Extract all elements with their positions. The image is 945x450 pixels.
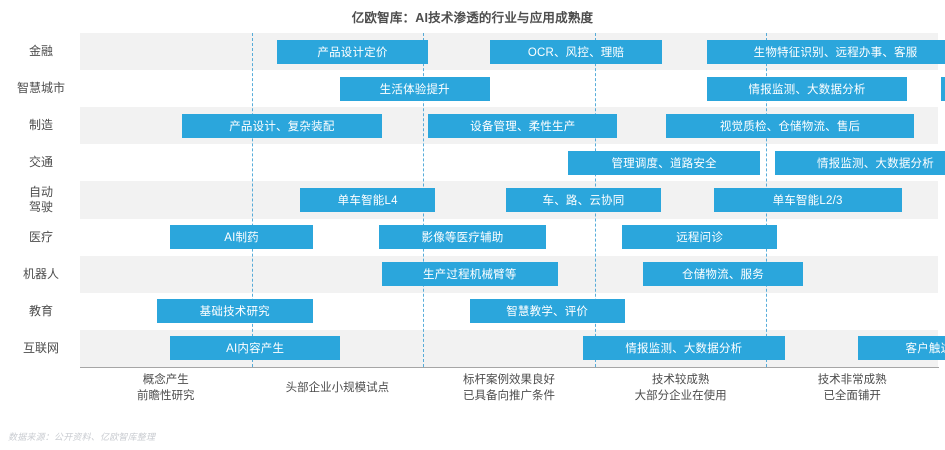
y-axis-label-line: 自动 — [28, 185, 53, 199]
y-axis-label-line: 互联网 — [22, 340, 59, 355]
chart-bar[interactable]: AI制药 — [170, 225, 314, 250]
x-axis-label-line: 头部企业小规模试点 — [285, 382, 390, 394]
x-axis-label-line: 已全面铺开 — [823, 390, 881, 402]
y-axis-label-交通: 交通 — [4, 155, 78, 170]
y-axis-label-line: 制造 — [28, 118, 53, 133]
chart-bar[interactable]: AI内容产生 — [170, 336, 341, 361]
x-axis-stage-labels: 概念产生前瞻性研究 头部企业小规模试点 标杆案例效果良好已具备向推广条件 技术较成熟大… — [80, 372, 938, 414]
chart-bar[interactable]: OCR、风控、理赔 — [490, 39, 662, 64]
chart-bar[interactable]: 生产过程机械臂等 — [382, 262, 558, 287]
chart-bar[interactable]: 客户触达、智慧营销 — [858, 336, 945, 361]
chart-bar[interactable]: 情报监测、大数据分析 — [706, 76, 908, 101]
y-axis-label-line: 交通 — [28, 155, 53, 170]
chart-bar[interactable]: 基础技术研究 — [156, 299, 313, 324]
x-axis-label-line: 技术非常成熟 — [817, 374, 887, 386]
chart-bar[interactable]: 生活体验提升 — [339, 76, 490, 101]
y-axis-label-制造: 制造 — [4, 118, 78, 133]
chart-bar[interactable]: 远程问诊 — [622, 225, 778, 250]
chart-bar[interactable]: 影像等医疗辅助 — [378, 225, 547, 250]
chart-bar[interactable]: 仓储物流、服务 — [643, 262, 803, 287]
x-axis-line — [80, 367, 939, 368]
x-axis-label-line: 大部分企业在使用 — [634, 390, 727, 402]
chart-bar[interactable]: 单车智能L4 — [300, 188, 436, 212]
chart-bar[interactable]: 安防 — [941, 76, 945, 101]
y-axis-label-智慧城市: 智慧城市 — [4, 81, 78, 96]
chart-bar[interactable]: 智慧教学、评价 — [469, 299, 625, 324]
x-axis-stage-4: 技术较成熟大部分企业在使用 — [635, 372, 727, 404]
chart-bar[interactable]: 情报监测、大数据分析 — [774, 150, 945, 175]
x-axis-label-line: 已具备向推广条件 — [463, 390, 555, 402]
y-axis-label-自动驾驶: 自动驾驶 — [4, 185, 78, 215]
x-axis-stage-1: 概念产生前瞻性研究 — [137, 372, 195, 404]
y-axis-label-line: 智慧城市 — [16, 81, 65, 96]
chart-bar[interactable]: 情报监测、大数据分析 — [582, 336, 785, 361]
x-axis-stage-5: 技术非常成熟已全面铺开 — [818, 372, 887, 404]
page-title: 亿欧智库：AI技术渗透的行业与应用成熟度 — [351, 11, 594, 25]
x-axis-label-line: 技术较成熟 — [651, 374, 710, 386]
y-axis-label-line: 医疗 — [28, 229, 53, 244]
y-axis-label-line: 机器人 — [22, 266, 59, 281]
y-axis-label-金融: 金融 — [4, 44, 78, 59]
y-axis-label-line: 教育 — [28, 303, 53, 318]
y-axis-label-line: 驾驶 — [28, 200, 53, 214]
source-note: 数据来源：公开资料、亿欧智库整理 — [8, 432, 156, 442]
chart-bar[interactable]: 生物特征识别、远程办事、客服 — [707, 39, 945, 64]
x-axis-label-line: 前瞻性研究 — [137, 390, 195, 402]
chart-bar[interactable]: 设备管理、柔性生产 — [428, 113, 618, 138]
y-axis-label-医疗: 医疗 — [4, 230, 78, 245]
y-axis-label-互联网: 互联网 — [4, 341, 78, 356]
chart-bar[interactable]: 管理调度、道路安全 — [568, 150, 761, 175]
x-axis-stage-3: 标杆案例效果良好已具备向推广条件 — [463, 372, 555, 404]
x-axis-label-line: 概念产生 — [142, 374, 189, 386]
chart-bar[interactable]: 视觉质检、仓储物流、售后 — [666, 113, 915, 138]
y-axis-label-机器人: 机器人 — [4, 267, 78, 282]
chart-bar[interactable]: 单车智能L2/3 — [713, 188, 902, 212]
chart-gridline — [251, 33, 253, 367]
x-axis-label-line: 标杆案例效果良好 — [463, 374, 555, 386]
chart-bar[interactable]: 产品设计、复杂装配 — [182, 113, 382, 138]
y-axis-label-教育: 教育 — [4, 304, 78, 319]
y-axis-label-line: 金融 — [28, 44, 53, 59]
y-axis-labels: 金融智慧城市制造交通自动驾驶医疗机器人教育互联网 — [0, 33, 78, 367]
chart-bar[interactable]: 车、路、云协同 — [506, 188, 661, 212]
x-axis-stage-2: 头部企业小规模试点 — [286, 380, 390, 396]
chart-bar[interactable]: 产品设计定价 — [276, 39, 428, 64]
